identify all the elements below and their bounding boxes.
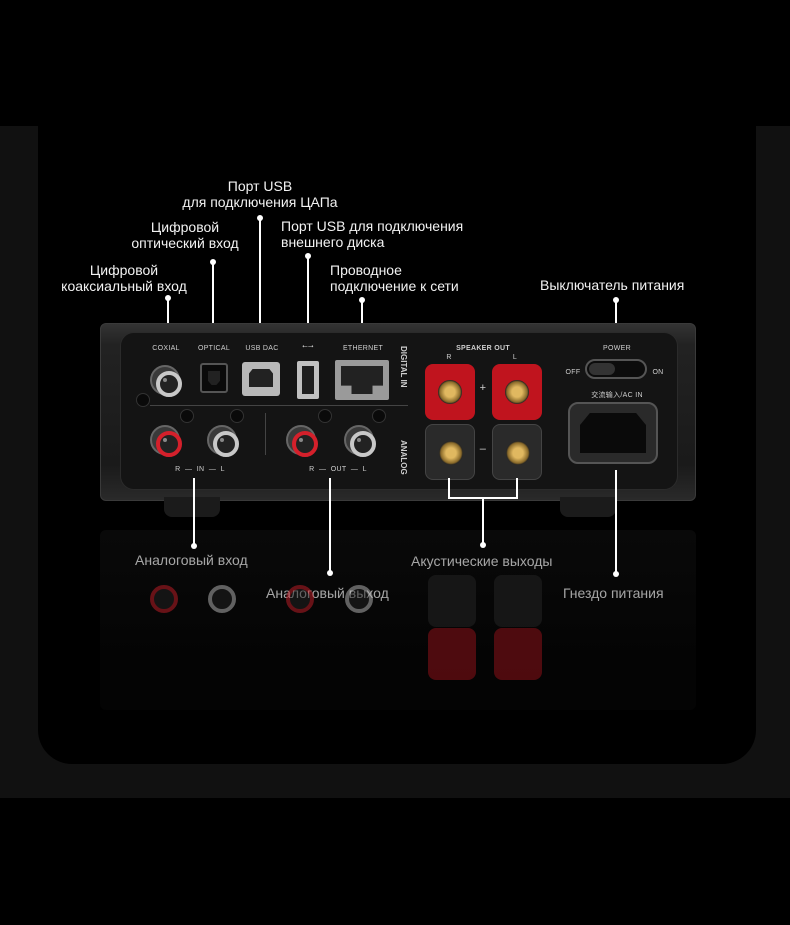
leader-power-socket [615,470,617,574]
device-reflection [100,530,696,710]
leader-speaker-left [448,478,450,498]
reflection-spk-l-minus [494,575,542,627]
leader-speaker-right [516,478,518,498]
leader-optical [212,262,214,343]
reflection-rca-out-r [286,585,314,613]
label-analog: ANALOG [399,440,408,475]
label-minus: – [479,443,487,455]
leader-analog-in [193,478,195,548]
panel-divider-vertical [265,413,266,455]
callout-coaxial: Цифровой коаксиальный вход [61,262,187,294]
leader-speaker-out [482,497,484,545]
reflection-spk-l-plus [494,628,542,680]
reflection-rca-in-r [150,585,178,613]
leader-dot-coaxial [165,295,171,301]
leader-analog-out [329,478,331,574]
leader-dot-analog-out [327,570,333,576]
leader-dot-ethernet [359,297,365,303]
analog-in-left-jack [207,425,239,457]
speaker-right-positive [425,364,475,420]
screw-1 [136,393,150,407]
leader-usb-disk [307,256,309,343]
analog-out-right-jack [286,425,318,457]
leader-dot-usb-disk [305,253,311,259]
screw-5 [372,409,386,423]
usb-symbol-icon: ⭠⭢ [302,343,314,350]
analog-out-left-jack [344,425,376,457]
reflection-spk-r-minus [428,575,476,627]
screw-2 [180,409,194,423]
label-coaxial: COXIAL [152,345,180,352]
panel-divider-digital-analog [393,405,408,406]
leader-dot-power-switch [613,297,619,303]
callout-usb-disk: Порт USB для подключения внешнего диска [281,218,464,250]
callout-optical: Цифровой оптический вход [131,219,239,251]
label-plus: + [479,382,487,394]
callout-ethernet: Проводное подключение к сети [330,262,459,294]
speaker-right-negative [425,424,475,480]
speaker-left-negative [492,424,542,480]
reflection-rca-out-l [345,585,373,613]
reflection-spk-r-plus [428,628,476,680]
power-switch [585,359,647,379]
leader-power-switch [615,300,617,343]
optical-port [200,363,228,393]
screw-3 [230,409,244,423]
callout-usb-dac: Порт USB для подключения ЦАПа [182,178,338,210]
leader-dot-usb-dac [257,215,263,221]
speaker-left-positive [492,364,542,420]
leader-dot-power-socket [613,571,619,577]
ethernet-port [335,360,389,400]
label-usb-dac: USB DAC [245,345,279,352]
label-spk-l: L [512,354,518,361]
label-ac-in: 交流输入/AC IN [591,392,643,399]
label-analog-out-row: R — OUT — L [309,466,367,473]
leader-ethernet [361,300,363,343]
usb-dac-port [242,362,280,396]
panel-divider-horizontal [150,405,394,406]
device-foot-right [560,497,616,517]
label-analog-in-row: R — IN — L [175,466,225,473]
label-speaker-out: SPEAKER OUT [456,345,510,352]
usb-disk-port [297,361,319,399]
label-spk-r: R [446,354,452,361]
analog-in-right-jack [150,425,182,457]
device-foot-left [164,497,220,517]
ac-power-socket [568,402,658,464]
coaxial-jack [150,365,182,397]
leader-dot-analog-in [191,543,197,549]
label-off: OFF [565,369,581,376]
reflection-rca-in-l [208,585,236,613]
screw-4 [318,409,332,423]
label-on: ON [652,369,664,376]
callout-speaker-out: Акустические выходы [411,553,553,569]
label-ethernet: ETHERNET [342,345,384,352]
label-power: POWER [603,345,631,352]
callout-power-socket: Гнездо питания [563,585,664,601]
leader-dot-optical [210,259,216,265]
leader-dot-speaker-out [480,542,486,548]
callout-power-switch: Выключатель питания [540,277,685,293]
label-digital-in: DIGITAL IN [399,346,408,388]
leader-coaxial [167,298,169,343]
leader-usb-dac [259,218,261,343]
callout-analog-in: Аналоговый вход [135,552,248,568]
label-optical: OPTICAL [197,345,231,352]
